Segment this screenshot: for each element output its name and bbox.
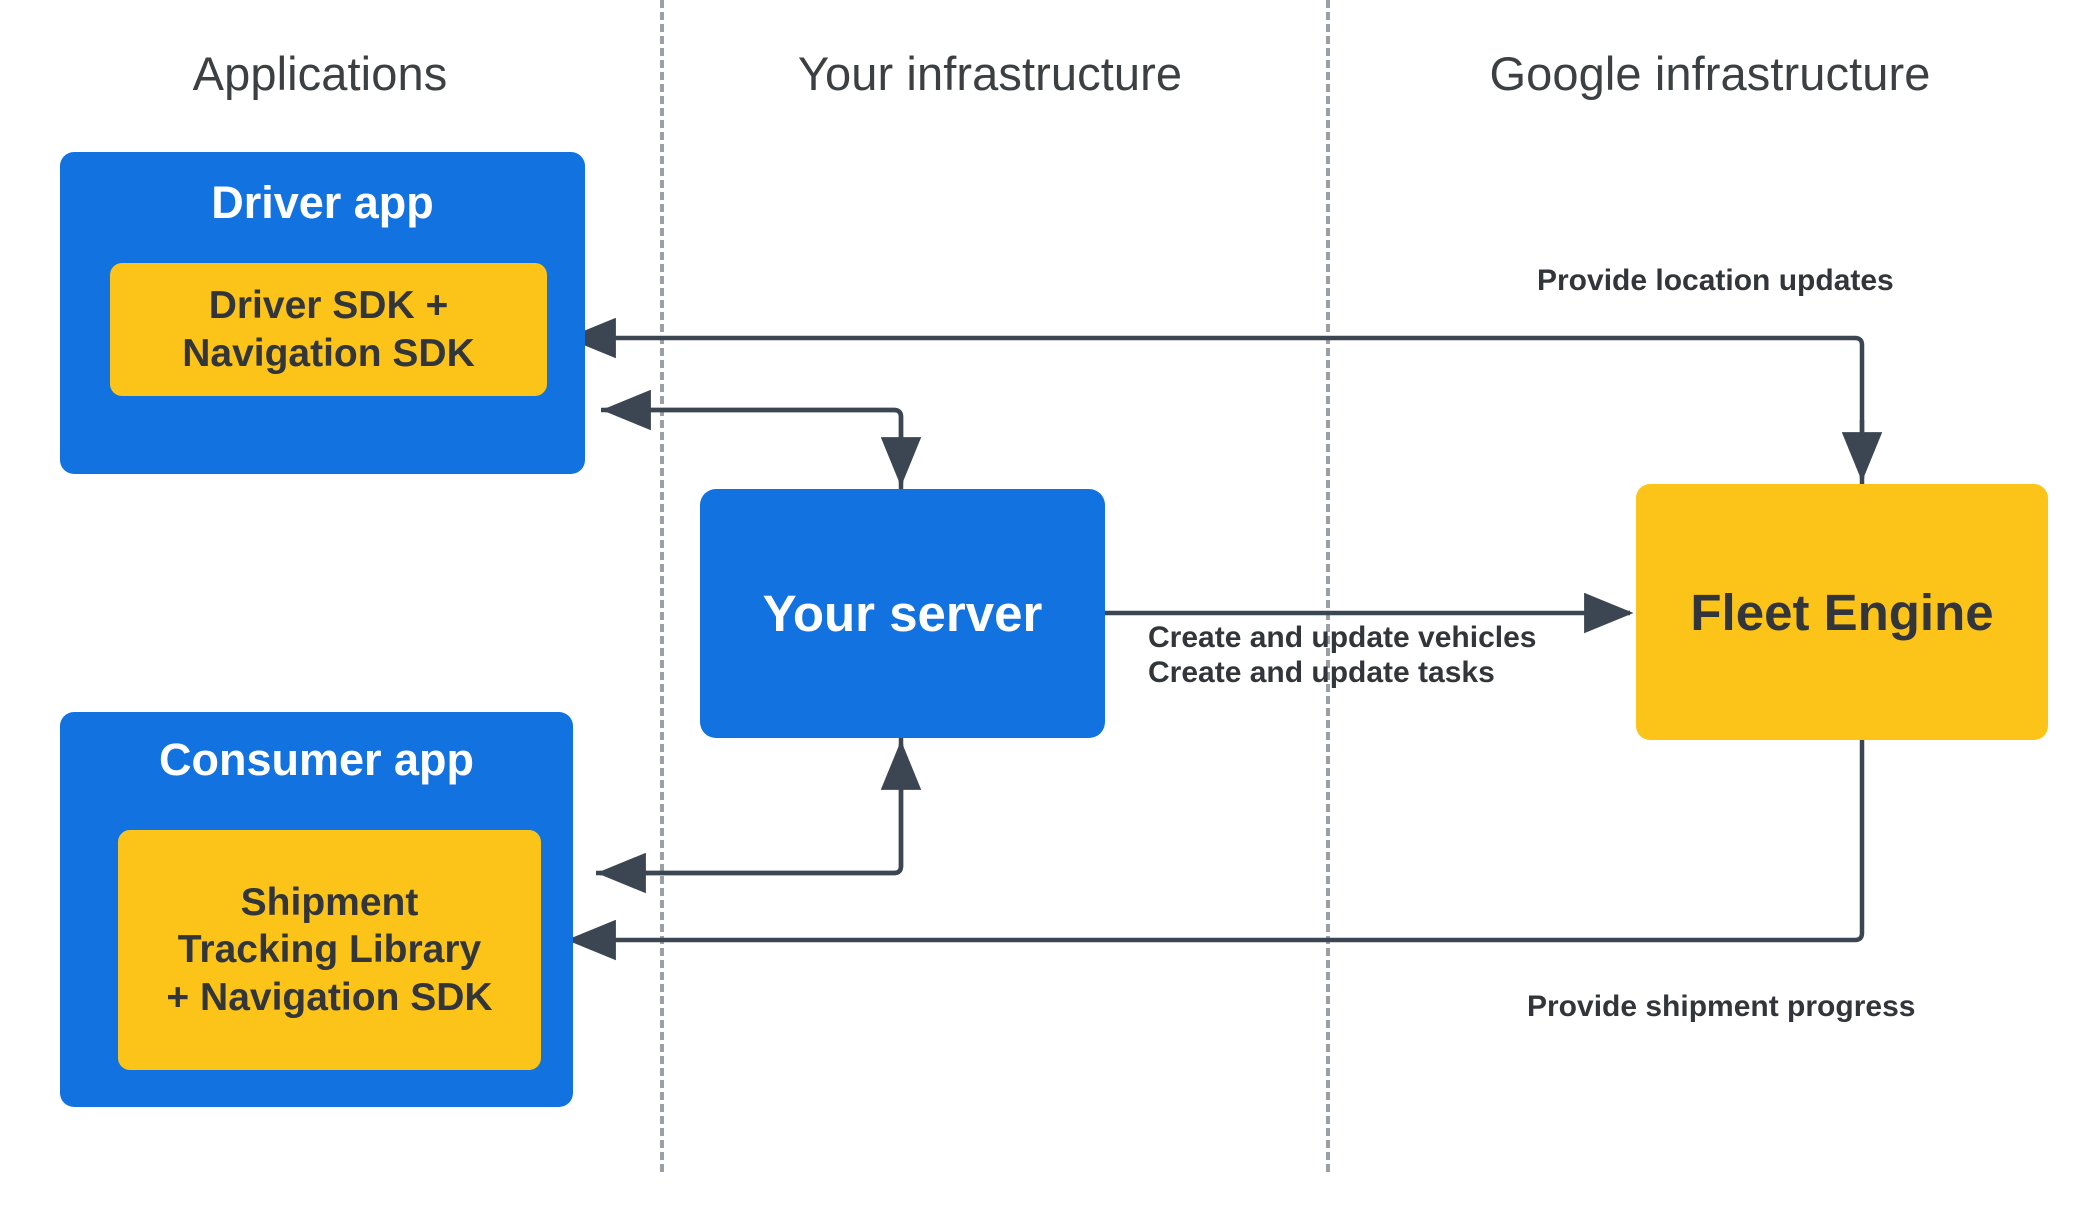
edge-driver-to-server-path [601,407,922,487]
edge-server-to-driver-path [601,389,904,489]
fleet-engine-node[interactable]: Fleet Engine [1636,484,2048,740]
edge-label-create-and-update: Create and update vehicles Create and up… [1148,620,1536,691]
divider-your-infrastructure [660,0,664,1172]
column-header-your-infrastructure: Your infrastructure [797,47,1183,100]
driver-sdk-node[interactable]: Driver SDK + Navigation SDK [110,263,547,396]
consumer-sdk-line-2: Tracking Library [177,928,482,972]
edge-consumer-to-server-path [596,740,922,876]
edge-label-create-update-tasks: Create and update tasks [1148,656,1495,690]
consumer-sdk-node[interactable]: Shipment Tracking Library + Navigation S… [118,830,541,1070]
edge-server-to-consumer-path [596,738,904,894]
divider-google-infrastructure [1326,0,1330,1172]
column-header-applications: Applications [192,47,448,100]
driver-sdk-line-2: Navigation SDK [182,331,475,375]
edge-label-provide-location-updates: Provide location updates [1537,264,1894,297]
consumer-sdk-line-1: Shipment [240,880,419,924]
driver-app-title: Driver app [211,177,434,228]
fleet-engine-title: Fleet Engine [1690,583,1994,641]
edge-label-create-update-vehicles: Create and update vehicles [1148,621,1537,654]
your-server-node[interactable]: Your server [700,489,1105,738]
driver-sdk-line-1: Driver SDK + [208,283,449,327]
edge-label-provide-shipment-progress: Provide shipment progress [1527,990,1916,1023]
your-server-title: Your server [762,585,1043,642]
driver-sdk-label: Driver SDK + Navigation SDK [182,282,475,377]
consumer-app-title: Consumer app [158,734,475,785]
column-header-google-infrastructure: Google infrastructure [1489,47,1931,100]
edge-shipment-progress-path [566,740,1865,961]
consumer-sdk-label: Shipment Tracking Library + Navigation S… [166,879,492,1022]
edge-location-updates-path [566,317,1865,484]
consumer-sdk-line-3: + Navigation SDK [166,975,493,1019]
